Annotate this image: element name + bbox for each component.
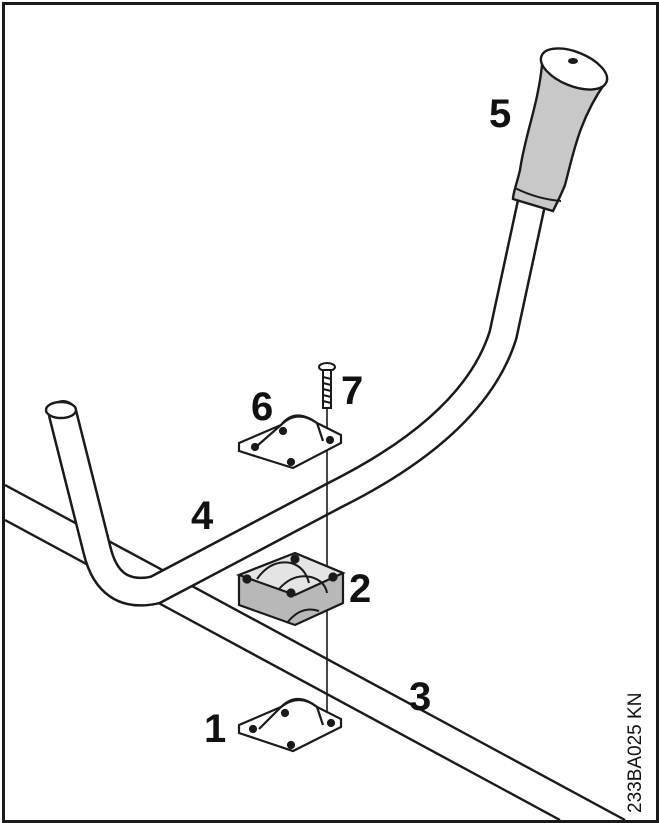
handle-grip [511, 47, 609, 213]
callout-1: 1 [204, 707, 227, 751]
callout-6: 6 [251, 385, 274, 429]
clamp-upper [237, 414, 343, 470]
callout-7: 7 [341, 369, 364, 413]
drawing-code: 233BA025 KN [625, 692, 646, 813]
callout-2: 2 [349, 567, 372, 611]
callout-3: 3 [409, 675, 432, 719]
callout-4: 4 [191, 494, 214, 538]
handle-support [235, 551, 346, 627]
screw [318, 362, 336, 713]
handlebar [44, 190, 546, 607]
callout-5: 5 [489, 92, 512, 136]
assembly-drawing [5, 47, 626, 820]
clamp-lower [237, 697, 343, 753]
